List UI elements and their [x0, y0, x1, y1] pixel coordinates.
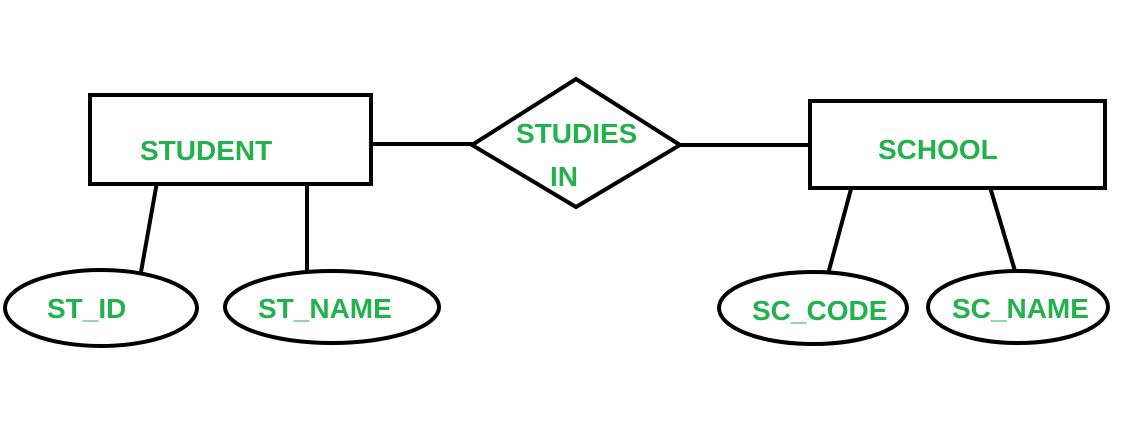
entity-student-box	[88, 93, 373, 186]
connector-student-st-id	[139, 181, 159, 273]
entity-school-label: SCHOOL	[878, 134, 998, 165]
entity-student-label: STUDENT	[140, 135, 272, 166]
attribute-st-id-ellipse	[3, 268, 199, 348]
connector-school-sc-name	[988, 186, 1017, 272]
relationship-studies-in-label-line1: STUDIES	[516, 118, 637, 149]
attribute-st-name-label: ST_NAME	[258, 293, 392, 324]
relationship-studies-in-diamond	[468, 76, 684, 210]
connector-school-sc-code	[826, 188, 853, 275]
attribute-sc-code-label: SC_CODE	[752, 295, 887, 326]
attribute-sc-name-ellipse	[926, 269, 1110, 345]
attribute-st-id-label: ST_ID	[47, 293, 126, 324]
entity-school-box	[808, 99, 1107, 190]
attribute-sc-code-ellipse	[717, 270, 909, 346]
attribute-sc-name-label: SC_NAME	[952, 293, 1089, 324]
relationship-studies-in-label-line2: IN	[550, 161, 578, 192]
attribute-st-name-ellipse	[223, 269, 441, 345]
